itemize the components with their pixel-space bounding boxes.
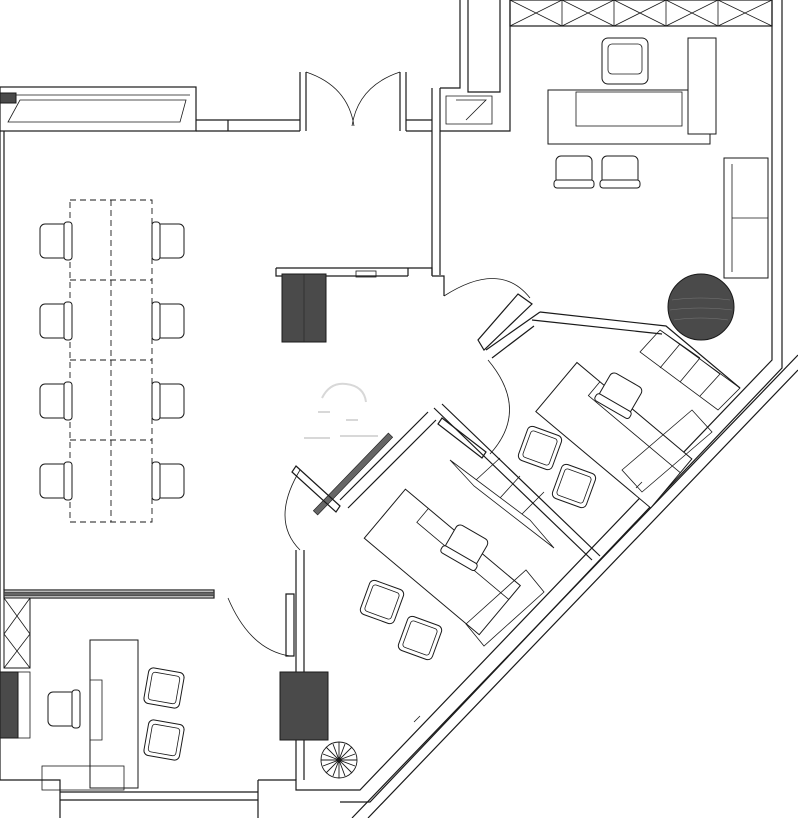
wall-pier bbox=[0, 92, 17, 104]
office-door-leaf-1 bbox=[437, 417, 487, 459]
private-desk bbox=[89, 639, 139, 789]
foyer-door-arc bbox=[443, 278, 531, 299]
private-office-door-leaf bbox=[285, 593, 295, 657]
chair-left-1 bbox=[39, 221, 73, 261]
entry-double-door bbox=[299, 71, 407, 131]
chair-right-1 bbox=[151, 221, 185, 261]
upper-storage-cabinets bbox=[639, 329, 741, 411]
lounge-corner-frame bbox=[440, 0, 511, 132]
lounge-coffee-table bbox=[547, 89, 711, 145]
upper-side-table bbox=[621, 409, 713, 493]
office-top-wall bbox=[531, 311, 741, 389]
dark-cabinet-lower bbox=[279, 671, 329, 741]
lounge-corner-sill bbox=[445, 95, 493, 125]
door-leaves bbox=[299, 72, 407, 131]
left-exterior-wall bbox=[0, 131, 5, 780]
upper-desk-group bbox=[535, 361, 693, 509]
storage-cabinet-cross bbox=[3, 597, 31, 669]
private-office bbox=[0, 597, 358, 791]
workstation-office-lower bbox=[359, 457, 643, 723]
upper-cabinet-panels bbox=[639, 329, 741, 411]
chair-right-2 bbox=[151, 301, 185, 341]
private-desk-chair bbox=[47, 689, 81, 729]
upper-visitor-chair-2 bbox=[551, 463, 597, 509]
private-visitor-chair-1 bbox=[143, 667, 185, 709]
dark-cabinet-left bbox=[0, 671, 19, 739]
logo-watermark bbox=[304, 382, 378, 439]
foyer-door-jamb bbox=[432, 275, 445, 296]
lounge-table-inset bbox=[575, 91, 683, 127]
conference-table bbox=[69, 199, 153, 523]
lounge-chair-1 bbox=[553, 155, 595, 189]
reception-counter-wall bbox=[275, 267, 433, 277]
office-door-arc-2 bbox=[284, 469, 301, 551]
chair-right-4 bbox=[151, 461, 185, 501]
lower-cabinet-panels bbox=[449, 457, 555, 549]
upper-desk-chair bbox=[594, 372, 643, 419]
private-desk-detail bbox=[90, 679, 103, 741]
upper-visitor-chair-1 bbox=[517, 425, 563, 471]
round-table-grain bbox=[669, 297, 733, 321]
private-office-glazing bbox=[3, 591, 215, 597]
lounge-sofa bbox=[723, 157, 769, 279]
upper-desk bbox=[535, 361, 693, 509]
right-exterior-wall bbox=[350, 0, 773, 791]
top-left-wall bbox=[0, 86, 197, 132]
office-door-arc-1 bbox=[487, 359, 510, 455]
lounge-divider-wall bbox=[431, 88, 441, 275]
counter-detail bbox=[355, 270, 377, 278]
private-visitor-chair-2 bbox=[143, 719, 185, 761]
facade-marks bbox=[413, 481, 643, 723]
lower-visitor-chair-1 bbox=[359, 579, 405, 625]
conference-room bbox=[39, 199, 185, 523]
door-swing-arcs bbox=[305, 71, 401, 127]
glass-partition bbox=[312, 432, 394, 516]
reception-foyer bbox=[275, 267, 533, 439]
top-left-sill bbox=[0, 94, 190, 123]
chair-left-3 bbox=[39, 381, 73, 421]
foyer-door-leaf bbox=[477, 293, 533, 351]
chair-left-2 bbox=[39, 301, 73, 341]
chair-right-3 bbox=[151, 381, 185, 421]
upper-desk-return bbox=[587, 381, 681, 474]
private-office-door-arc bbox=[227, 597, 291, 657]
office-corner-wall bbox=[485, 311, 541, 359]
lower-storage-cabinets bbox=[449, 457, 555, 549]
lower-desk-return bbox=[416, 508, 510, 600]
private-office-wall bbox=[295, 550, 305, 780]
lounge-chair-2 bbox=[599, 155, 641, 189]
top-glazing bbox=[509, 0, 773, 27]
lounge-sideboard bbox=[687, 37, 717, 135]
lower-side-table bbox=[465, 569, 545, 647]
chair-left-4 bbox=[39, 461, 73, 501]
sofa-cushions bbox=[731, 164, 768, 272]
round-table bbox=[667, 273, 735, 341]
lower-visitor-chair-2 bbox=[397, 615, 443, 661]
workstation-office-upper bbox=[517, 329, 741, 509]
storage-cabinet bbox=[3, 597, 31, 669]
top-glazing-panels bbox=[509, 0, 773, 27]
bottom-wall bbox=[0, 779, 350, 818]
lounge bbox=[547, 37, 769, 341]
top-wall-segment bbox=[196, 119, 300, 132]
potted-plant bbox=[320, 741, 358, 779]
office-door-leaf-2 bbox=[291, 465, 341, 513]
top-wall-segment-right bbox=[406, 119, 432, 132]
glass-partition-frame bbox=[339, 411, 437, 509]
lower-desk-chair bbox=[440, 524, 489, 571]
conference-chairs bbox=[39, 221, 185, 501]
private-storage bbox=[0, 597, 31, 739]
dark-cabinet-upper bbox=[281, 273, 327, 343]
private-credenza bbox=[41, 765, 125, 791]
lounge-armchair bbox=[601, 37, 649, 85]
angled-facade bbox=[351, 354, 798, 818]
cabinet-side bbox=[17, 671, 31, 739]
